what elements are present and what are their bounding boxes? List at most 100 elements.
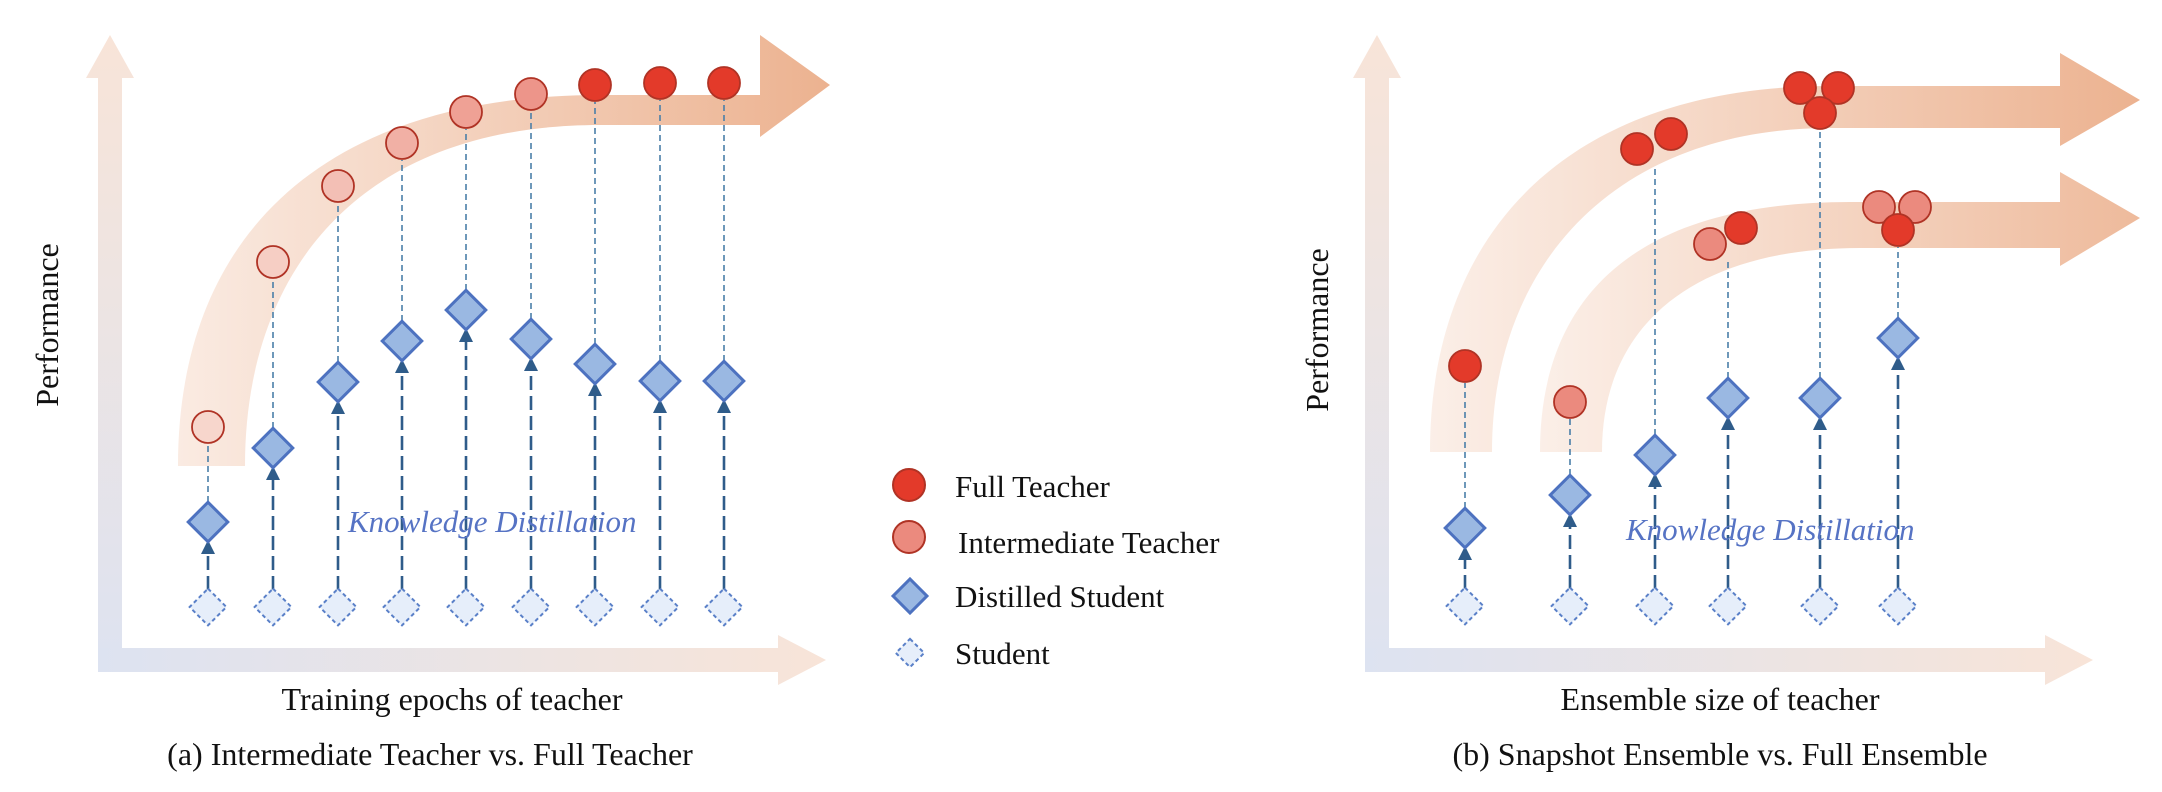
panel-a-column-8 bbox=[638, 66, 682, 627]
panel-b-distill-arrowhead-1 bbox=[1458, 546, 1472, 560]
panel-b-y-label: Performance bbox=[1299, 248, 1335, 411]
panel-a-distilled-student-6 bbox=[509, 317, 553, 361]
panel-b-column-4 bbox=[1693, 211, 1758, 626]
panel-a-distill-arrowhead-8 bbox=[653, 399, 667, 413]
panel-b-column-1 bbox=[1443, 349, 1487, 626]
panel-a-distilled-student-4 bbox=[380, 319, 424, 363]
legend: Full Teacher Intermediate Teacher Distil… bbox=[890, 468, 1220, 671]
panel-a-columns bbox=[186, 66, 746, 627]
panel-a-student-7 bbox=[575, 587, 615, 627]
panel-a-teacher-1-1 bbox=[191, 410, 225, 444]
panel-a-student-1 bbox=[188, 587, 228, 627]
panel-b-teacher-3-2 bbox=[1654, 117, 1688, 151]
panel-a-distilled-student-1 bbox=[186, 500, 230, 544]
panel-a-caption: (a) Intermediate Teacher vs. Full Teache… bbox=[167, 736, 693, 772]
panel-b-teacher-3-1 bbox=[1620, 132, 1654, 166]
panel-a-teacher-4-1 bbox=[385, 126, 419, 160]
panel-b-teacher-6-1 bbox=[1862, 190, 1896, 224]
panel-a-kd-label: Knowledge Distillation bbox=[347, 504, 636, 539]
panel-b: Knowledge Distillation Performance Ensem… bbox=[1299, 35, 2140, 772]
panel-a-distilled-student-7 bbox=[573, 342, 617, 386]
panel-b-student-4 bbox=[1708, 586, 1748, 626]
panel-b-teacher-5-3 bbox=[1803, 96, 1837, 130]
panel-a-student-8 bbox=[640, 587, 680, 627]
panel-a-teacher-9-1 bbox=[707, 66, 741, 100]
panel-b-distilled-student-4 bbox=[1706, 376, 1750, 420]
panel-b-distilled-student-6 bbox=[1876, 316, 1920, 360]
panel-a-x-axis bbox=[98, 635, 826, 685]
panel-b-teacher-6-2 bbox=[1898, 190, 1932, 224]
panel-a-teacher-7-1 bbox=[578, 68, 612, 102]
panel-b-y-axis bbox=[1353, 35, 1401, 672]
panel-b-distilled-student-1 bbox=[1443, 506, 1487, 550]
panel-a-column-6 bbox=[509, 77, 553, 627]
panel-a-teacher-8-1 bbox=[643, 66, 677, 100]
panel-a-distilled-student-2 bbox=[251, 426, 295, 470]
panel-a: Knowledge Distillation Performance Train… bbox=[29, 35, 830, 772]
panel-a-axes bbox=[86, 35, 826, 685]
panel-a-column-9 bbox=[702, 66, 746, 627]
legend-full-teacher-marker bbox=[892, 468, 926, 502]
panel-a-column-2 bbox=[251, 245, 295, 627]
panel-b-student-5 bbox=[1800, 586, 1840, 626]
panel-a-student-5 bbox=[446, 587, 486, 627]
legend-intermediate-teacher-label: Intermediate Teacher bbox=[958, 525, 1220, 560]
panel-b-column-3 bbox=[1620, 117, 1688, 626]
panel-a-distill-arrowhead-9 bbox=[717, 399, 731, 413]
panel-a-student-2 bbox=[253, 587, 293, 627]
panel-b-column-6 bbox=[1862, 190, 1932, 626]
panel-b-student-1 bbox=[1445, 586, 1485, 626]
legend-student-label: Student bbox=[955, 636, 1050, 671]
panel-b-teacher-1-1 bbox=[1448, 349, 1482, 383]
panel-b-teacher-4-2 bbox=[1724, 211, 1758, 245]
legend-distilled-student-label: Distilled Student bbox=[955, 579, 1165, 614]
legend-intermediate-teacher-marker bbox=[892, 520, 926, 554]
panel-b-distilled-student-2 bbox=[1548, 473, 1592, 517]
panel-b-teacher-6-3 bbox=[1881, 213, 1915, 247]
panel-a-teacher-3-1 bbox=[321, 169, 355, 203]
panel-b-full-ensemble-band bbox=[1430, 53, 2140, 452]
panel-b-columns bbox=[1443, 71, 1932, 626]
panel-b-student-3 bbox=[1635, 586, 1675, 626]
panel-a-distill-arrowhead-5 bbox=[459, 328, 473, 342]
panel-a-distill-arrowhead-1 bbox=[201, 540, 215, 554]
panel-a-performance-band bbox=[178, 35, 830, 466]
panel-b-student-2 bbox=[1550, 586, 1590, 626]
panel-a-distilled-student-8 bbox=[638, 359, 682, 403]
panel-b-column-5 bbox=[1783, 71, 1855, 626]
panel-a-distill-arrowhead-6 bbox=[524, 357, 538, 371]
panel-a-column-3 bbox=[316, 169, 360, 627]
panel-b-teacher-5-1 bbox=[1783, 71, 1817, 105]
panel-a-distill-arrowhead-3 bbox=[331, 400, 345, 414]
panel-a-teacher-5-1 bbox=[449, 95, 483, 129]
panel-b-column-2 bbox=[1548, 385, 1592, 626]
legend-distilled-student-marker bbox=[890, 576, 930, 616]
panel-b-caption: (b) Snapshot Ensemble vs. Full Ensemble bbox=[1452, 736, 1987, 772]
panel-a-teacher-6-1 bbox=[514, 77, 548, 111]
legend-student-marker bbox=[894, 637, 926, 669]
legend-full-teacher-label: Full Teacher bbox=[955, 469, 1110, 504]
panel-a-distill-arrowhead-4 bbox=[395, 359, 409, 373]
panel-a-distill-arrowhead-7 bbox=[588, 382, 602, 396]
panel-b-student-6 bbox=[1878, 586, 1918, 626]
panel-a-teacher-2-1 bbox=[256, 245, 290, 279]
panel-b-x-axis bbox=[1365, 635, 2093, 685]
panel-b-distill-arrowhead-3 bbox=[1648, 473, 1662, 487]
panel-a-y-axis bbox=[86, 35, 134, 672]
panel-a-student-6 bbox=[511, 587, 551, 627]
panel-b-distill-arrowhead-6 bbox=[1891, 356, 1905, 370]
panel-b-axes bbox=[1353, 35, 2093, 685]
panel-b-distilled-student-5 bbox=[1798, 376, 1842, 420]
panel-b-teacher-2-1 bbox=[1553, 385, 1587, 419]
panel-b-distill-arrowhead-5 bbox=[1813, 416, 1827, 430]
panel-b-snapshot-ensemble-band bbox=[1540, 172, 2140, 452]
panel-a-distilled-student-5 bbox=[444, 288, 488, 332]
panel-a-y-label: Performance bbox=[29, 243, 65, 406]
panel-b-distilled-student-3 bbox=[1633, 433, 1677, 477]
panel-a-column-4 bbox=[380, 126, 424, 627]
panel-b-distill-arrowhead-4 bbox=[1721, 416, 1735, 430]
panel-a-x-label: Training epochs of teacher bbox=[282, 681, 623, 717]
panel-a-student-3 bbox=[318, 587, 358, 627]
panel-b-teacher-4-1 bbox=[1693, 227, 1727, 261]
